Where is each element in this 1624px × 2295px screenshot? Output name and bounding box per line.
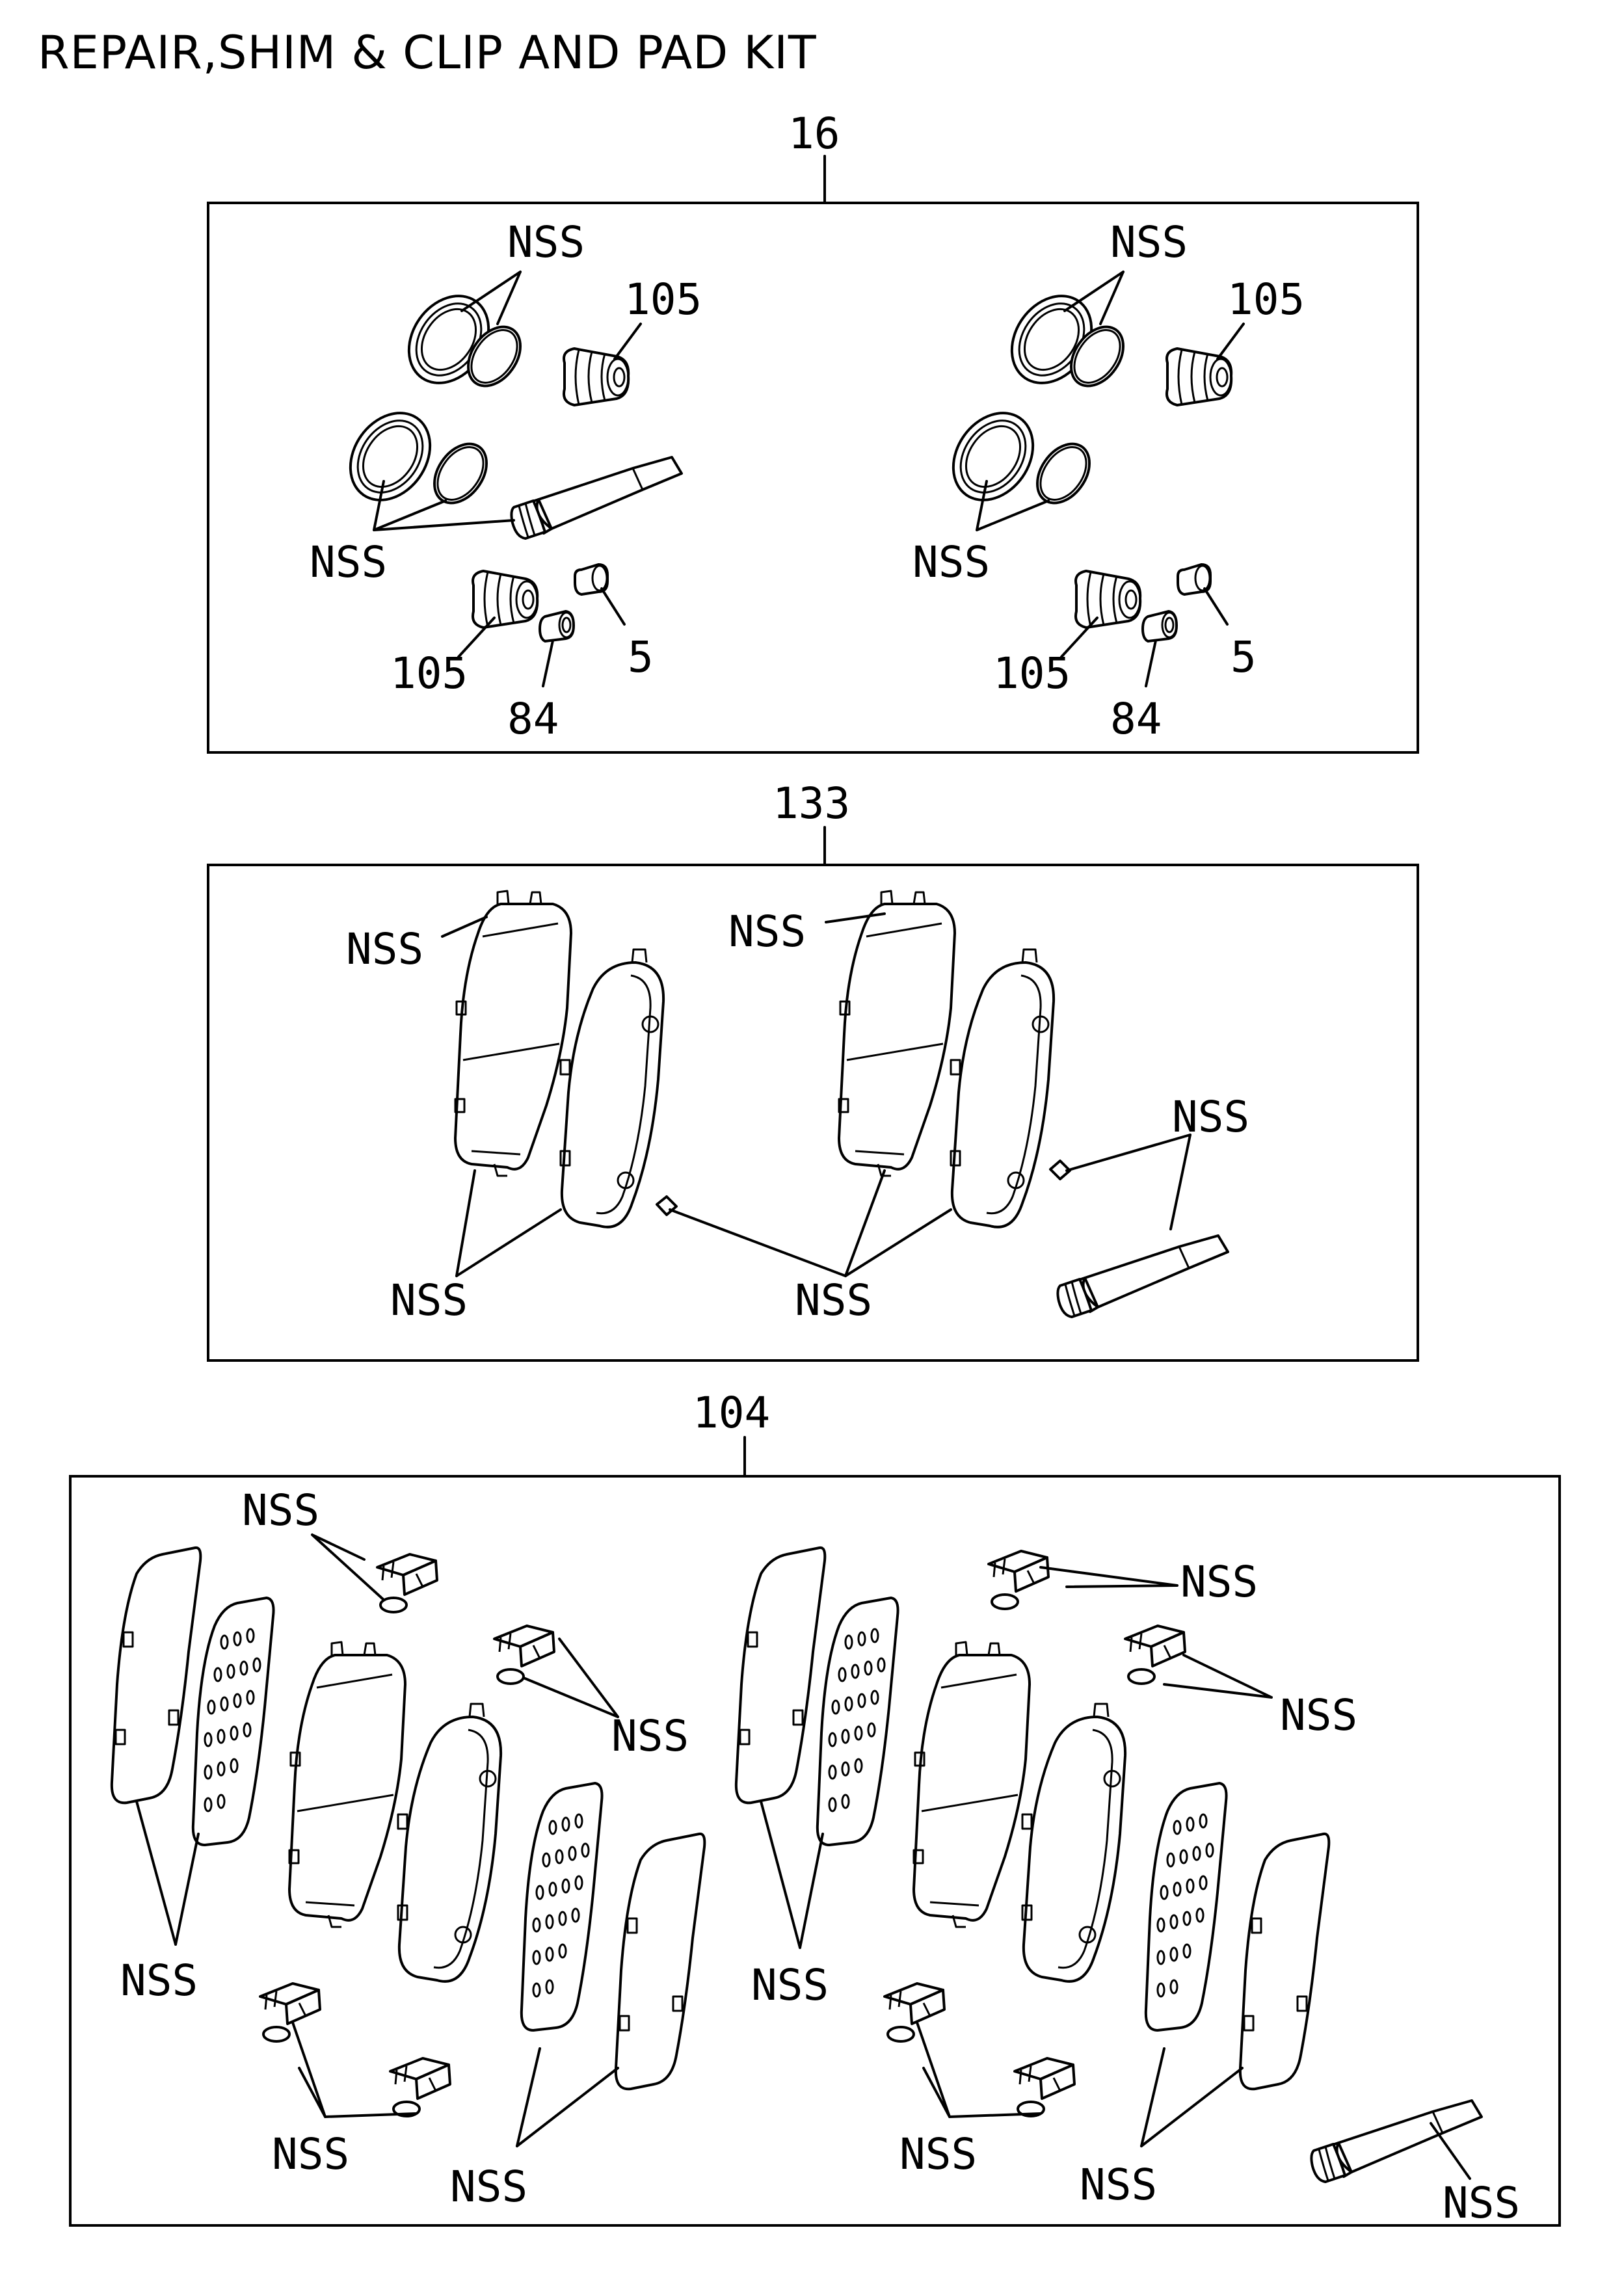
label-84-left: 84 [507, 694, 559, 744]
pad-kit-frame [207, 864, 1419, 1362]
leader-nss-clip-mid-right [1163, 1654, 1273, 1699]
leader-nss-shims-bottom-left [516, 2047, 619, 2147]
label-nss-grease: NSS [1172, 1092, 1249, 1142]
pad-kit-group: 133 NSS NSS NSS NSS NSS [207, 778, 1419, 1362]
label-nss-top-left: NSS [507, 217, 585, 267]
leader-105-bottom-right [1060, 617, 1098, 658]
label-nss-clips-bottom-left: NSS [272, 2129, 349, 2179]
label-nss-clip-top-right: NSS [1180, 1557, 1258, 1607]
sleeve [539, 610, 575, 643]
label-nss-pads-left: NSS [390, 1275, 468, 1325]
label-nss-shims-right: NSS [751, 1960, 829, 2010]
leader-84-left [542, 639, 554, 687]
leader-nss-clip-top-left [311, 1533, 385, 1601]
label-nss-bottom-left: NSS [310, 537, 387, 587]
leader-105-bottom-left [457, 617, 496, 658]
leader-nss-clips-bottom-left [291, 2021, 418, 2118]
label-nss-shims-bottom-right: NSS [1080, 2160, 1157, 2210]
repair-kit-left: NSS NSS 105 105 5 84 [310, 217, 702, 744]
shim-clip-right-set: NSS NSS NSS NSS NSS NSS [734, 1546, 1520, 2228]
leader-nss-pads-left [455, 1169, 562, 1277]
boot-lower [472, 570, 539, 629]
leader-nss-bottom-left [373, 480, 515, 531]
leader-nss-clip-right [825, 912, 886, 923]
ref-133: 133 [773, 778, 850, 829]
leader-nss-bottom-right [976, 480, 1050, 531]
label-nss-clip-mid-left: NSS [611, 1711, 689, 1761]
label-nss-clips-bottom-right: NSS [899, 2129, 977, 2179]
page-title: REPAIR,SHIM & CLIP AND PAD KIT [38, 26, 817, 79]
leader-nss-grease [1065, 1134, 1191, 1230]
ref-104: 104 [693, 1388, 770, 1438]
label-nss-clip-top-left: NSS [242, 1485, 319, 1535]
label-105-bottom-right: 105 [993, 648, 1071, 698]
shim-clip-left-set: NSS NSS NSS NSS NSS [110, 1485, 706, 2212]
label-105-top-left: 105 [624, 274, 702, 325]
shim-clip-kit-group: 104 NSS NSS NSS NSS NSS [69, 1388, 1561, 2228]
leader-nss-pads-middle [669, 1169, 952, 1277]
leader-nss-clip-top-right [1039, 1566, 1178, 1588]
boot-lower-right [1074, 570, 1142, 629]
label-105-bottom-left: 105 [390, 648, 468, 698]
leader-nss-top-right [1063, 271, 1125, 325]
leader-nss-clip-mid-left [522, 1638, 619, 1718]
label-nss-pads-middle: NSS [795, 1275, 872, 1325]
leader-105-top-left [613, 323, 642, 360]
repair-kit-right: NSS NSS 105 105 5 84 [912, 217, 1305, 744]
ref-16: 16 [788, 109, 840, 159]
label-nss-clip-right: NSS [728, 907, 806, 957]
leader-105-top-right [1216, 323, 1245, 360]
leader-5-left [600, 587, 626, 626]
repair-kit-group: 16 NSS NSS 105 105 5 84 [207, 109, 1419, 754]
boot-upper-right [1165, 347, 1233, 406]
sleeve-right [1141, 610, 1178, 643]
leader-nss-shims-bottom-right [1140, 2047, 1244, 2147]
label-nss-shims-left: NSS [120, 1956, 198, 2006]
label-nss-clip-left: NSS [346, 924, 423, 974]
label-105-top-right: 105 [1227, 274, 1305, 325]
label-5-right: 5 [1231, 632, 1257, 682]
leader-84-right [1145, 639, 1157, 687]
leader-nss-shims-left [135, 1800, 200, 1946]
label-5-left: 5 [628, 632, 654, 682]
boot-upper [563, 347, 630, 406]
leader-5-right [1203, 587, 1229, 626]
leader-nss-top-left [460, 271, 522, 325]
label-nss-grease-right: NSS [1443, 2178, 1520, 2228]
leader-nss-shims-right [760, 1800, 824, 1949]
label-nss-shims-bottom-left: NSS [450, 2162, 527, 2212]
label-84-right: 84 [1110, 694, 1162, 744]
label-nss-top-right: NSS [1110, 217, 1188, 267]
leader-nss-clips-bottom-right [916, 2021, 1042, 2118]
label-nss-clip-mid-right: NSS [1280, 1690, 1357, 1740]
leader-nss-grease-right [1430, 2122, 1471, 2180]
leader-nss-clip-left [441, 916, 488, 938]
label-nss-bottom-right: NSS [912, 537, 990, 587]
